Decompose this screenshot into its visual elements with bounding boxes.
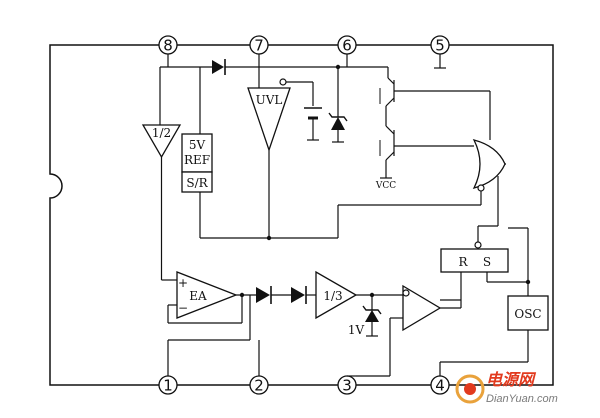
half-divider-amp: 1/2 bbox=[141, 124, 182, 159]
oscillator-block: OSC bbox=[507, 295, 549, 331]
svg-text:5V: 5V bbox=[189, 138, 206, 152]
lower-transistor-icon bbox=[380, 125, 474, 179]
svg-text:REF: REF bbox=[184, 153, 210, 167]
reference-cell-icon bbox=[304, 107, 322, 141]
svg-text:4: 4 bbox=[435, 377, 445, 395]
pin-2: 2 bbox=[249, 375, 269, 395]
svg-text:−: − bbox=[178, 301, 188, 315]
svg-text:8: 8 bbox=[163, 37, 173, 55]
svg-text:+: + bbox=[178, 276, 188, 290]
comparator-wires bbox=[347, 300, 462, 377]
svg-text:DianYuan.com: DianYuan.com bbox=[486, 393, 558, 405]
diode-2-icon bbox=[291, 286, 307, 304]
svg-text:1/3: 1/3 bbox=[323, 289, 342, 303]
svg-text:EA: EA bbox=[189, 289, 207, 303]
sr-block: S/R bbox=[181, 171, 213, 193]
svg-text:R: R bbox=[458, 255, 468, 269]
pwm-comparator bbox=[402, 284, 442, 332]
pin-8: 8 bbox=[158, 35, 178, 55]
svg-text:1: 1 bbox=[163, 377, 173, 395]
upper-transistor-icon bbox=[385, 67, 491, 140]
svg-text:1/2: 1/2 bbox=[152, 126, 171, 140]
zener-diode-icon bbox=[328, 67, 348, 143]
diode-1-icon bbox=[256, 286, 272, 304]
nor-gate bbox=[472, 139, 506, 192]
ea-wires bbox=[167, 294, 260, 376]
pin-7: 7 bbox=[249, 35, 269, 55]
third-divider-amp: 1/3 bbox=[315, 270, 358, 320]
vcc-label: VCC bbox=[375, 181, 396, 191]
uvl-comparator: UVL bbox=[247, 87, 291, 153]
pin-1: 1 bbox=[158, 375, 178, 395]
diode-icon bbox=[212, 59, 226, 75]
svg-text:S: S bbox=[483, 255, 491, 269]
svg-text:OSC: OSC bbox=[514, 307, 541, 321]
svg-text:3: 3 bbox=[342, 377, 352, 395]
svg-text:6: 6 bbox=[342, 37, 352, 55]
svg-text:7: 7 bbox=[254, 37, 264, 55]
chip-outline bbox=[49, 44, 554, 386]
pin-4: 4 bbox=[430, 375, 450, 395]
svg-text:UVL: UVL bbox=[256, 93, 283, 107]
pin-3: 3 bbox=[337, 375, 357, 395]
watermark-logo: 电源网 DianYuan.com bbox=[455, 371, 558, 405]
ref-5v-block: 5V REF bbox=[181, 133, 213, 173]
latch-wires bbox=[440, 227, 529, 301]
ground-symbol bbox=[434, 54, 446, 69]
pin-5: 5 bbox=[430, 35, 450, 55]
svg-text:S/R: S/R bbox=[186, 176, 208, 190]
clamp-voltage-label: 1V bbox=[348, 323, 365, 337]
svg-text:5: 5 bbox=[435, 37, 445, 55]
uvl-feedback bbox=[279, 78, 314, 106]
rs-latch: R S bbox=[440, 241, 509, 273]
clamp-zener-icon bbox=[362, 295, 382, 337]
osc-pin4-wire bbox=[439, 330, 529, 376]
pin-6: 6 bbox=[337, 35, 357, 55]
nor-input-wires bbox=[200, 163, 506, 242]
svg-text:2: 2 bbox=[254, 377, 264, 395]
error-amplifier: EA + − bbox=[176, 271, 238, 319]
svg-text:电源网: 电源网 bbox=[486, 371, 537, 389]
vcc-rail bbox=[159, 54, 388, 134]
